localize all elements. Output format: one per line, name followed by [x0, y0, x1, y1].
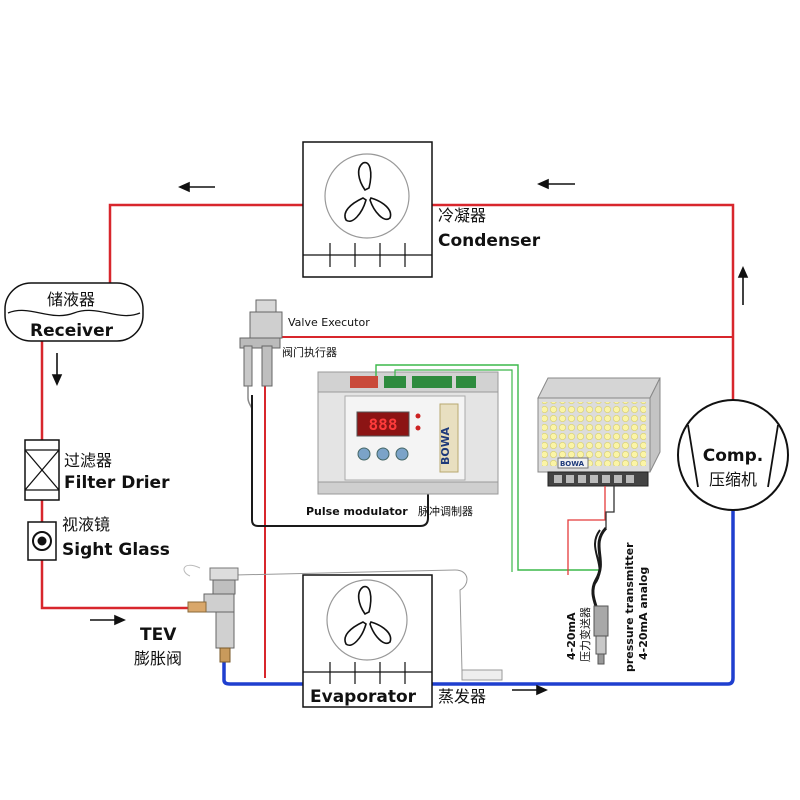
power-wire-dark — [605, 486, 615, 528]
fan-icon — [344, 161, 392, 222]
filter-drier-icon — [24, 439, 60, 501]
compressor-label-zh: 压缩机 — [709, 470, 757, 489]
condenser-label-en: Condenser — [438, 231, 541, 251]
pressure-transmitter-label-a1: 4-20mA — [565, 612, 578, 660]
tev-label-en: TEV — [140, 625, 177, 645]
evaporator — [302, 574, 433, 708]
arrow-up-right — [737, 266, 749, 305]
signal-wire-green-2 — [394, 369, 513, 572]
control-buttons — [357, 447, 409, 461]
pulse-modulator-brand: BOWA — [439, 427, 452, 465]
pulse-modulator-label-zh: 脉冲调制器 — [418, 504, 473, 518]
power-supply: BOWA — [537, 377, 661, 487]
sight-glass-label-zh: 视液镜 — [62, 515, 110, 534]
receiver-label-zh: 储液器 — [47, 290, 95, 309]
condenser — [302, 141, 433, 278]
sight-glass-label-en: Sight Glass — [62, 540, 170, 560]
receiver-label-en: Receiver — [30, 321, 114, 341]
compressor-label-en: Comp. — [703, 446, 764, 466]
arrow-right-evaporator — [512, 684, 548, 696]
pulse-modulator: 888 BOWA — [317, 371, 499, 495]
pipe-sightglass-to-tev — [40, 560, 192, 610]
pulse-modulator-label-bg — [300, 503, 408, 519]
arrow-down-left — [51, 353, 63, 386]
fan-icon — [344, 585, 392, 646]
arrow-right-tev — [90, 614, 126, 626]
valve-executor-label-en: Valve Executor — [288, 316, 370, 329]
pipe-suction-line — [222, 500, 735, 686]
arrow-left-top-left — [178, 181, 215, 193]
filter-drier-label-zh: 过滤器 — [64, 451, 112, 470]
valve-executor-label-zh: 阀门执行器 — [282, 345, 337, 359]
sight-glass-icon — [27, 521, 57, 561]
executor-control-cable — [251, 395, 429, 527]
tev-label-zh: 膨胀阀 — [134, 649, 182, 668]
pressure-transmitter-label-a2: 压力变送器 — [578, 607, 592, 662]
evaporator-label-en: Evaporator — [310, 687, 417, 707]
led-display: 888 — [356, 411, 410, 437]
compressor — [677, 399, 789, 511]
signal-wire-green — [375, 364, 600, 571]
power-wire-red — [567, 486, 606, 575]
svg-text:888: 888 — [369, 415, 398, 434]
valve-executor — [239, 299, 283, 411]
filter-drier-label-en: Filter Drier — [64, 473, 170, 493]
pressure-transmitter-label-b1: pressure transmitter — [623, 542, 636, 672]
condenser-label-zh: 冷凝器 — [438, 206, 486, 225]
pipe-condenser-to-receiver — [108, 203, 303, 290]
pressure-transmitter — [591, 526, 609, 665]
pulse-modulator-label-en: Pulse modulator — [306, 505, 408, 518]
pipe-compressor-to-condenser — [432, 203, 735, 410]
power-supply-brand: BOWA — [560, 460, 585, 468]
evaporator-label-zh: 蒸发器 — [438, 687, 486, 706]
tev-valve — [183, 564, 503, 681]
receiver — [4, 282, 144, 342]
pressure-transmitter-label-b2: 4-20mA analog — [637, 567, 650, 660]
flow-arrows — [51, 178, 749, 696]
arrow-left-top-right — [537, 178, 575, 190]
terminal-block — [350, 376, 476, 388]
